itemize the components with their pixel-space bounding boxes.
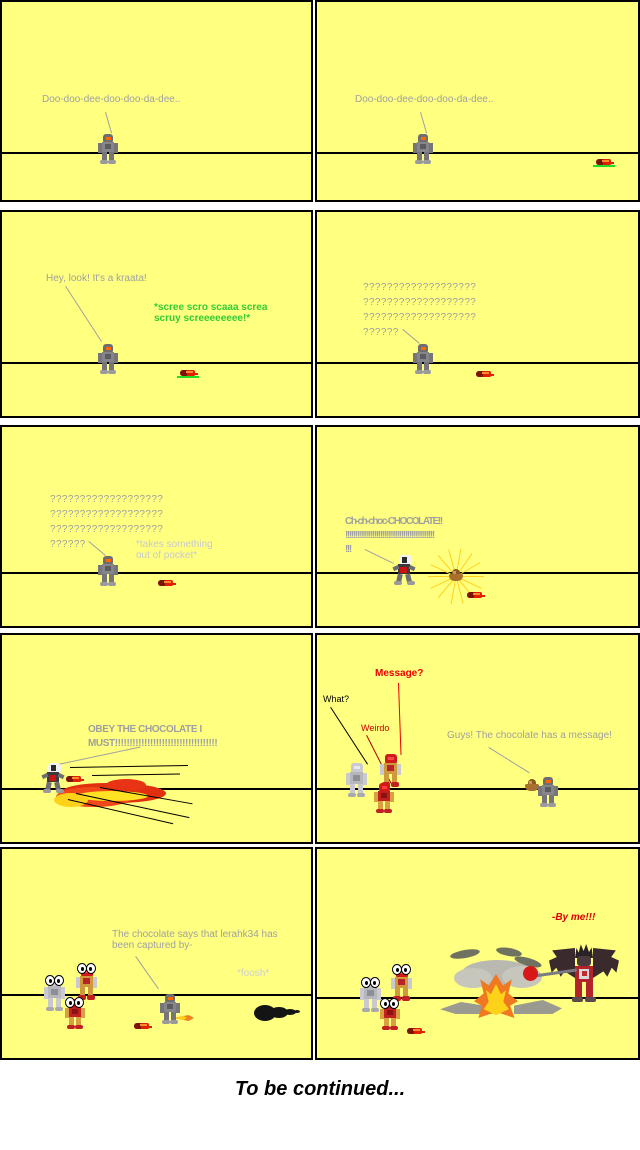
panel-5: ??????????????????? ??????????????????? … <box>0 425 313 628</box>
speech-doo-doo: Doo-doo-dee-doo-doo-da-dee.. <box>42 94 181 105</box>
horizon-line <box>317 997 638 999</box>
speech-tail-message <box>398 683 402 755</box>
speech-chocolate-says: The chocolate says that lerahk34 has bee… <box>112 929 278 952</box>
bulging-eyes <box>361 977 381 989</box>
panel-1: Doo-doo-dee-doo-doo-da-dee.. <box>0 0 313 202</box>
grey-toa-sprite <box>159 994 181 1024</box>
horizon-line <box>2 994 311 996</box>
kraata-sprite <box>177 369 199 378</box>
speech-by-me: -By me!!! <box>552 912 596 923</box>
flame-jet-sprite <box>176 1013 196 1023</box>
chocolate-sprite <box>449 569 463 581</box>
horizon-line <box>317 572 638 574</box>
speech-hey-look: Hey, look! It's a kraata! <box>46 273 147 284</box>
red-toa-sprite <box>373 783 395 813</box>
horizon-line <box>2 572 311 574</box>
panel-9: The chocolate says that lerahk34 has bee… <box>0 847 313 1060</box>
chocolate-shine-rays <box>427 548 487 605</box>
bulging-eyes <box>45 975 65 987</box>
possessed-toa-sprite <box>41 763 68 793</box>
panel-8: Message? What? Weirdo Guys! The chocolat… <box>315 633 640 844</box>
kraata-sprite <box>64 775 84 784</box>
to-be-continued-caption: To be continued... <box>234 1078 406 1100</box>
makuta-villain-sprite <box>523 944 619 1006</box>
panel-10: -By me!!! <box>315 847 640 1060</box>
horizon-line <box>317 152 638 154</box>
speed-line <box>70 764 188 768</box>
bulging-eyes <box>392 964 412 976</box>
panel-4: ??????????????????? ??????????????????? … <box>315 210 640 418</box>
kraata-sprite <box>156 579 176 588</box>
possessed-toa-sprite <box>392 555 419 585</box>
kraata-sprite <box>593 158 615 167</box>
speech-tail-guys <box>488 747 530 774</box>
horizon-line <box>2 362 311 364</box>
speech-tail <box>65 286 102 342</box>
speech-kraata-screech: *scree scro scaaa screa scruy screeeeeee… <box>154 302 268 325</box>
panel-grid: Doo-doo-dee-doo-doo-da-dee.. Doo-doo-dee… <box>0 0 640 1060</box>
grey-toa-sprite <box>412 134 434 164</box>
caption-takes-something: *takes something out of pocket* <box>136 539 213 562</box>
grey-toa-sprite <box>412 344 434 374</box>
speech-tail <box>135 956 159 990</box>
speech-guys-chocolate-message: Guys! The chocolate has a message! <box>447 730 612 741</box>
bulging-eyes <box>380 998 400 1010</box>
speed-line <box>92 773 181 776</box>
speech-message: Message? <box>375 668 424 679</box>
bulging-eyes <box>77 963 97 975</box>
speech-doo-doo: Doo-doo-dee-doo-doo-da-dee.. <box>355 94 494 105</box>
chocolate-sprite <box>525 779 539 791</box>
horizon-line <box>317 362 638 364</box>
kraata-sprite <box>474 370 494 379</box>
speech-tail <box>105 112 113 134</box>
fire-blast-sprite <box>54 777 172 813</box>
grey-toa-sprite <box>97 134 119 164</box>
speech-question-marks: ??????????????????? ??????????????????? … <box>50 494 164 550</box>
panel-6: Ch-ch-choc-CHOCOLATE!! !!!!!!!!!!!!!!!!!… <box>315 425 640 628</box>
kraata-sprite <box>132 1022 152 1031</box>
smoke-puff-sprite <box>254 1003 300 1021</box>
speech-what: What? <box>323 694 350 704</box>
grey-toa-sprite <box>97 556 119 586</box>
speech-question-marks: ??????????????????? ??????????????????? … <box>363 282 477 338</box>
grey-toa-sprite <box>97 344 119 374</box>
horizon-line <box>317 788 638 790</box>
speech-tail-what <box>330 707 369 765</box>
speech-obey: OBEY THE CHOCOLATE I MUST!!!!!!!!!!!!!!!… <box>88 724 218 749</box>
speech-tail <box>420 112 428 134</box>
sfx-foosh: *foosh* <box>237 968 270 979</box>
speech-weirdo: Weirdo <box>361 723 390 733</box>
kraata-sprite <box>405 1027 425 1036</box>
explosion-sprite <box>440 945 562 1018</box>
horizon-line <box>2 152 311 154</box>
bulging-eyes <box>65 997 85 1009</box>
panel-7: OBEY THE CHOCOLATE I MUST!!!!!!!!!!!!!!!… <box>0 633 313 844</box>
speech-chocolate: Ch-ch-choc-CHOCOLATE!! !!!!!!!!!!!!!!!!!… <box>345 516 443 555</box>
grey-toa-sprite <box>537 777 559 807</box>
panel-2: Doo-doo-dee-doo-doo-da-dee.. <box>315 0 640 202</box>
silver-toa-sprite <box>346 763 368 797</box>
panel-3: Hey, look! It's a kraata! *scree scro sc… <box>0 210 313 418</box>
kraata-sprite <box>465 591 485 600</box>
